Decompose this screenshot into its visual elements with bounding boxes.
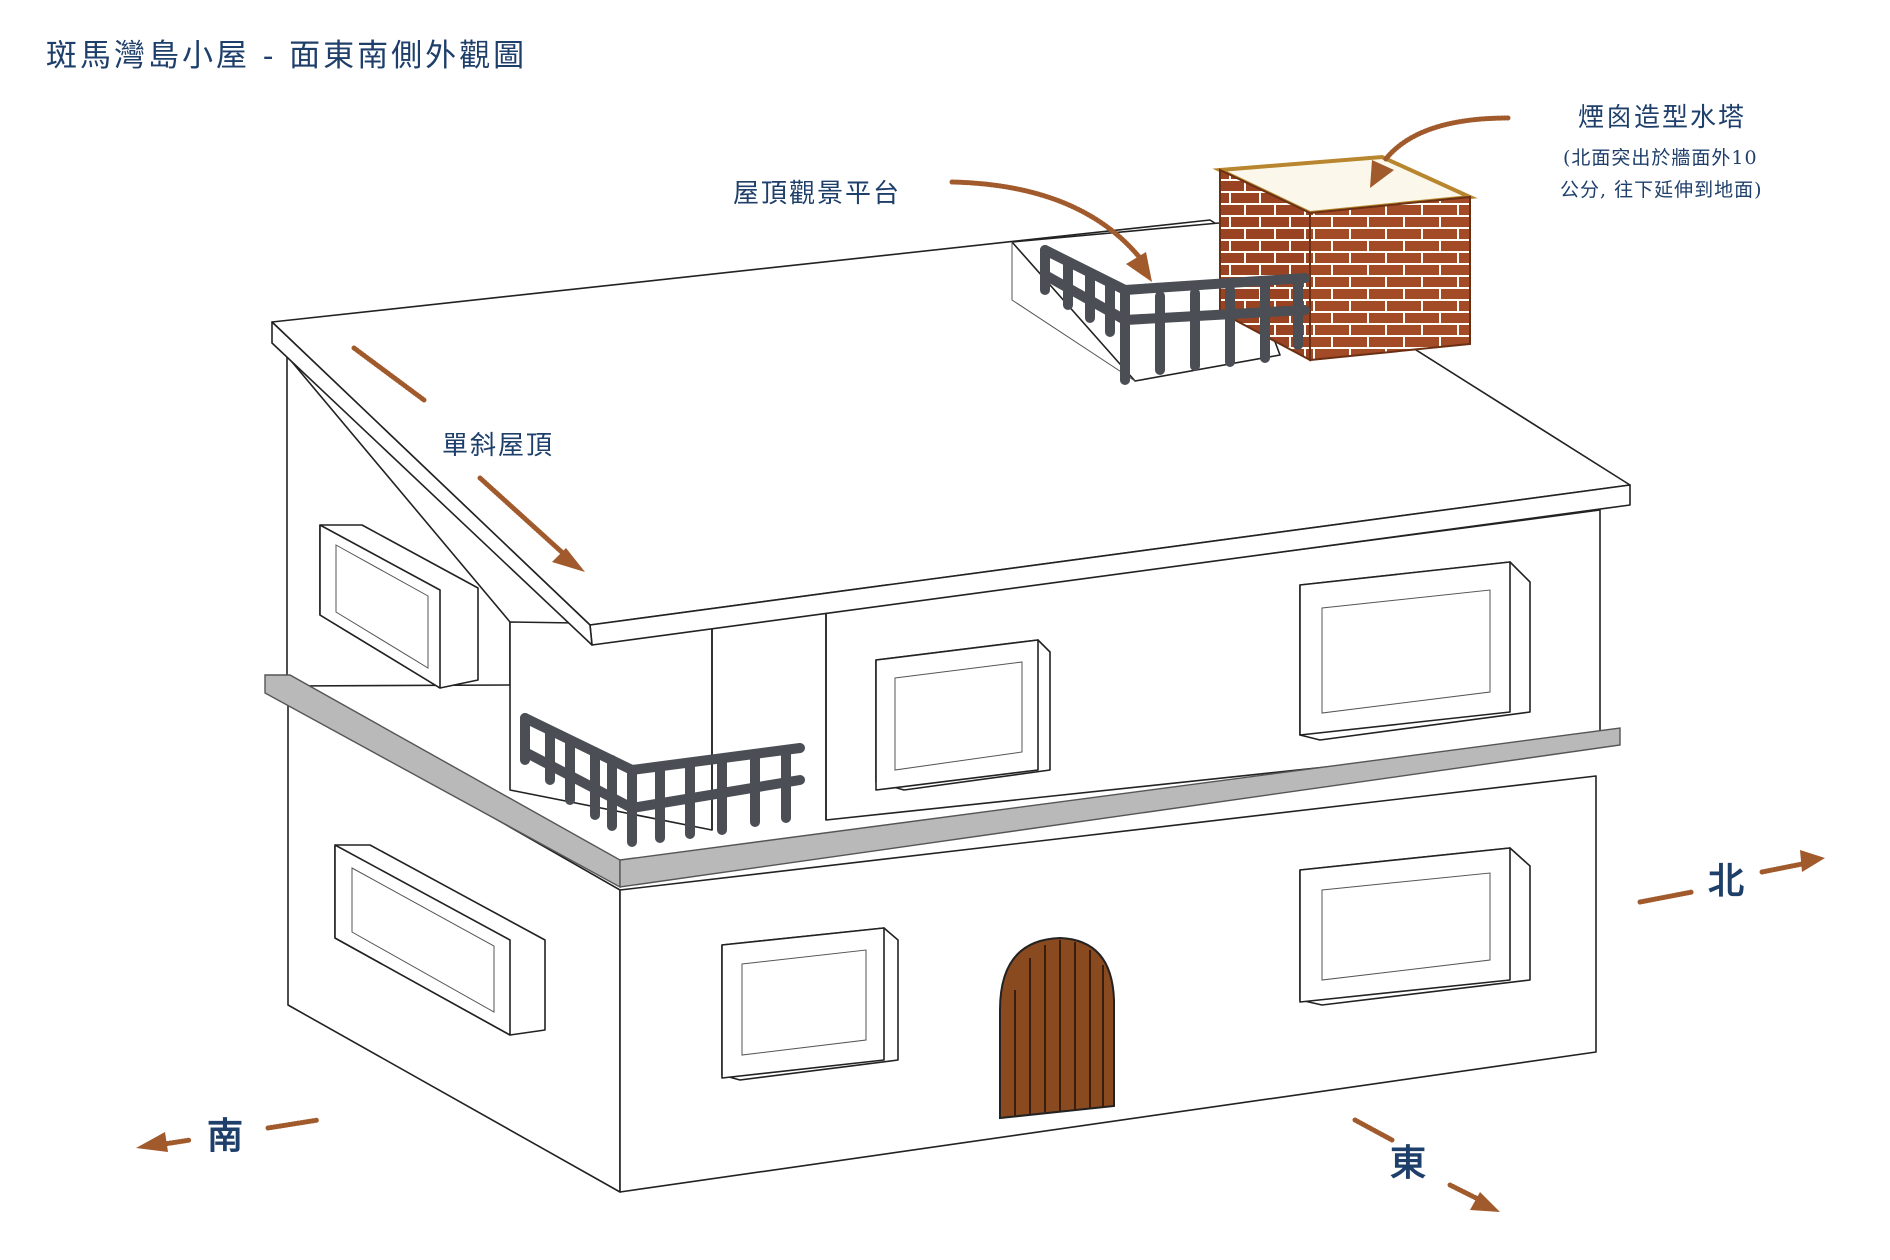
diagram-title: 斑馬灣島小屋 - 面東南側外觀圖: [46, 38, 527, 74]
north-arrow: [1637, 850, 1825, 905]
label-water-tower-note-2: 公分, 往下延伸到地面): [1560, 179, 1763, 201]
chimney-water-tower: [1212, 154, 1478, 362]
roof-fascia-side: [271, 321, 593, 646]
window-ground-east-left: [721, 927, 899, 1081]
roof-deck-arrow: [949, 179, 1152, 282]
south-arrow: [136, 1117, 321, 1152]
window-upper-east-small: [875, 639, 1051, 791]
window-ground-south: [334, 844, 546, 1036]
label-water-tower-note-1: (北面突出於牆面外10: [1563, 147, 1758, 169]
direction-east: 東: [1390, 1143, 1426, 1184]
balcony-railing: [520, 713, 805, 847]
window-upper-south: [319, 524, 479, 689]
direction-south: 南: [207, 1116, 243, 1157]
direction-north: 北: [1708, 861, 1744, 902]
label-water-tower: 煙囪造型水塔: [1578, 103, 1746, 133]
roof-deck-railing: [1040, 245, 1310, 385]
ledge-east: [619, 727, 1621, 888]
east-arrow: [1352, 1117, 1500, 1212]
water-tower-arrow: [1370, 115, 1511, 188]
window-upper-east-large: [1299, 561, 1531, 741]
chimney-front-face: [1309, 195, 1471, 362]
arched-door: [999, 936, 1115, 1120]
sloped-roof-arrow: [351, 345, 585, 572]
label-roof-deck: 屋頂觀景平台: [733, 179, 901, 209]
floor-ledge: [264, 674, 1621, 889]
label-sloped-roof: 單斜屋頂: [442, 431, 554, 461]
window-ground-east-right: [1299, 847, 1531, 1006]
